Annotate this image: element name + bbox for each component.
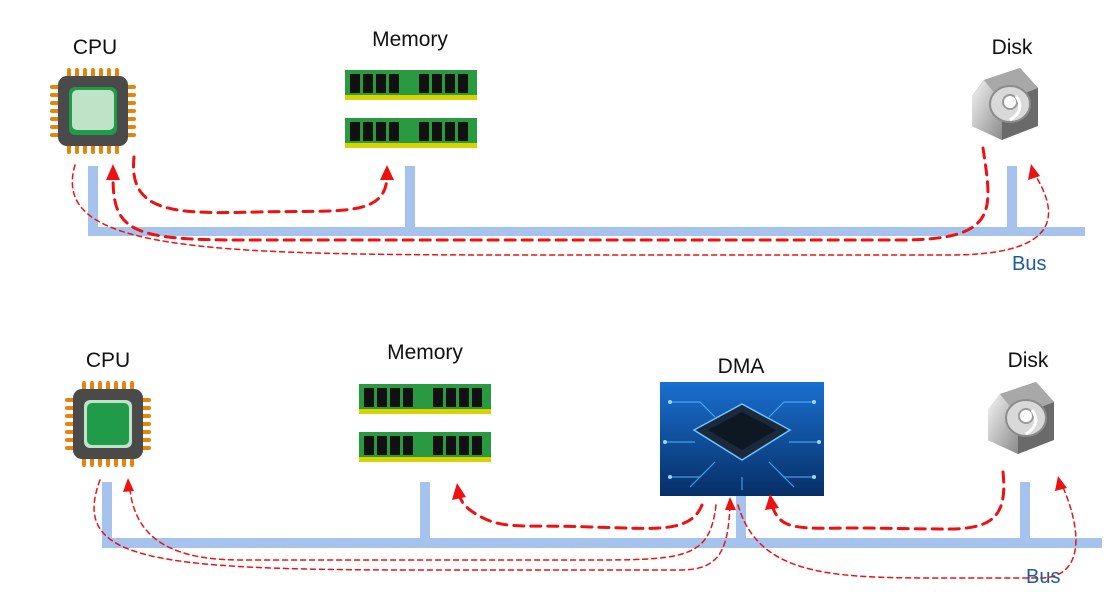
bottom-cpu-label: CPU bbox=[86, 349, 130, 372]
hard-disk-icon bbox=[988, 382, 1054, 454]
hard-disk-icon bbox=[972, 68, 1038, 140]
bottom-disk-label: Disk bbox=[1008, 349, 1049, 372]
top-bus-cpu-stub bbox=[88, 166, 98, 236]
top-bus-label: Bus bbox=[1012, 253, 1046, 275]
bottom-disk: Disk bbox=[988, 349, 1054, 454]
bottom-control-dma-to-disk bbox=[737, 484, 1077, 579]
bottom-bus-cpu-stub bbox=[102, 482, 112, 548]
top-arrows bbox=[71, 146, 1050, 256]
top-bus-disk-stub bbox=[1007, 166, 1017, 227]
bottom-dma: DMA bbox=[660, 355, 824, 496]
memory-module-icon bbox=[345, 70, 477, 148]
bottom-arrowhead-cpu bbox=[123, 478, 134, 492]
bottom-arrows bbox=[93, 470, 1077, 579]
bottom-bus-disk-stub bbox=[1020, 482, 1030, 538]
top-arrowhead-cpu bbox=[106, 164, 120, 180]
top-control-loop bbox=[71, 164, 1050, 256]
top-diagram: CPU Memory bbox=[50, 28, 1085, 275]
bottom-bus bbox=[102, 482, 1102, 548]
bottom-arrowhead-disk bbox=[1055, 476, 1067, 491]
bottom-dma-label: DMA bbox=[718, 355, 765, 378]
top-arrow-cpu-to-memory bbox=[132, 155, 389, 215]
dma-chip-icon bbox=[660, 382, 824, 496]
top-arrowhead-memory bbox=[380, 165, 394, 180]
bottom-diagram: CPU Memory bbox=[65, 341, 1102, 588]
cpu-chip-icon bbox=[65, 381, 151, 467]
top-cpu: CPU bbox=[50, 36, 136, 154]
top-bus-memory-stub bbox=[405, 166, 415, 227]
bottom-control-cpu-to-dma bbox=[93, 479, 731, 571]
top-bus-line bbox=[88, 227, 1085, 236]
bottom-arrow-dma-to-memory bbox=[457, 492, 704, 530]
top-disk-label: Disk bbox=[992, 36, 1033, 59]
memory-module-icon bbox=[359, 384, 491, 462]
bottom-control-dma-to-cpu bbox=[129, 489, 717, 561]
top-arrowhead-disk bbox=[1028, 164, 1040, 180]
bottom-bus-line bbox=[102, 538, 1102, 548]
bottom-memory-label: Memory bbox=[387, 341, 463, 364]
top-bus bbox=[88, 166, 1085, 236]
bottom-arrow-disk-to-dma bbox=[770, 470, 1006, 531]
bottom-bus-memory-stub bbox=[420, 482, 430, 538]
bottom-memory: Memory bbox=[359, 341, 491, 462]
top-memory-label: Memory bbox=[372, 28, 448, 51]
top-memory: Memory bbox=[345, 28, 477, 148]
bottom-arrowhead-dma bbox=[765, 494, 779, 510]
top-cpu-label: CPU bbox=[73, 36, 117, 59]
bottom-bus-label: Bus bbox=[1026, 566, 1060, 588]
cpu-chip-icon bbox=[50, 68, 136, 154]
bottom-bus-dma-stub bbox=[736, 496, 746, 538]
bottom-arrowhead-dma-control bbox=[725, 497, 736, 510]
top-arrow-disk-to-cpu bbox=[111, 146, 990, 242]
top-disk: Disk bbox=[972, 36, 1038, 140]
bottom-arrowhead-memory bbox=[452, 483, 466, 500]
bottom-cpu: CPU bbox=[65, 349, 151, 467]
